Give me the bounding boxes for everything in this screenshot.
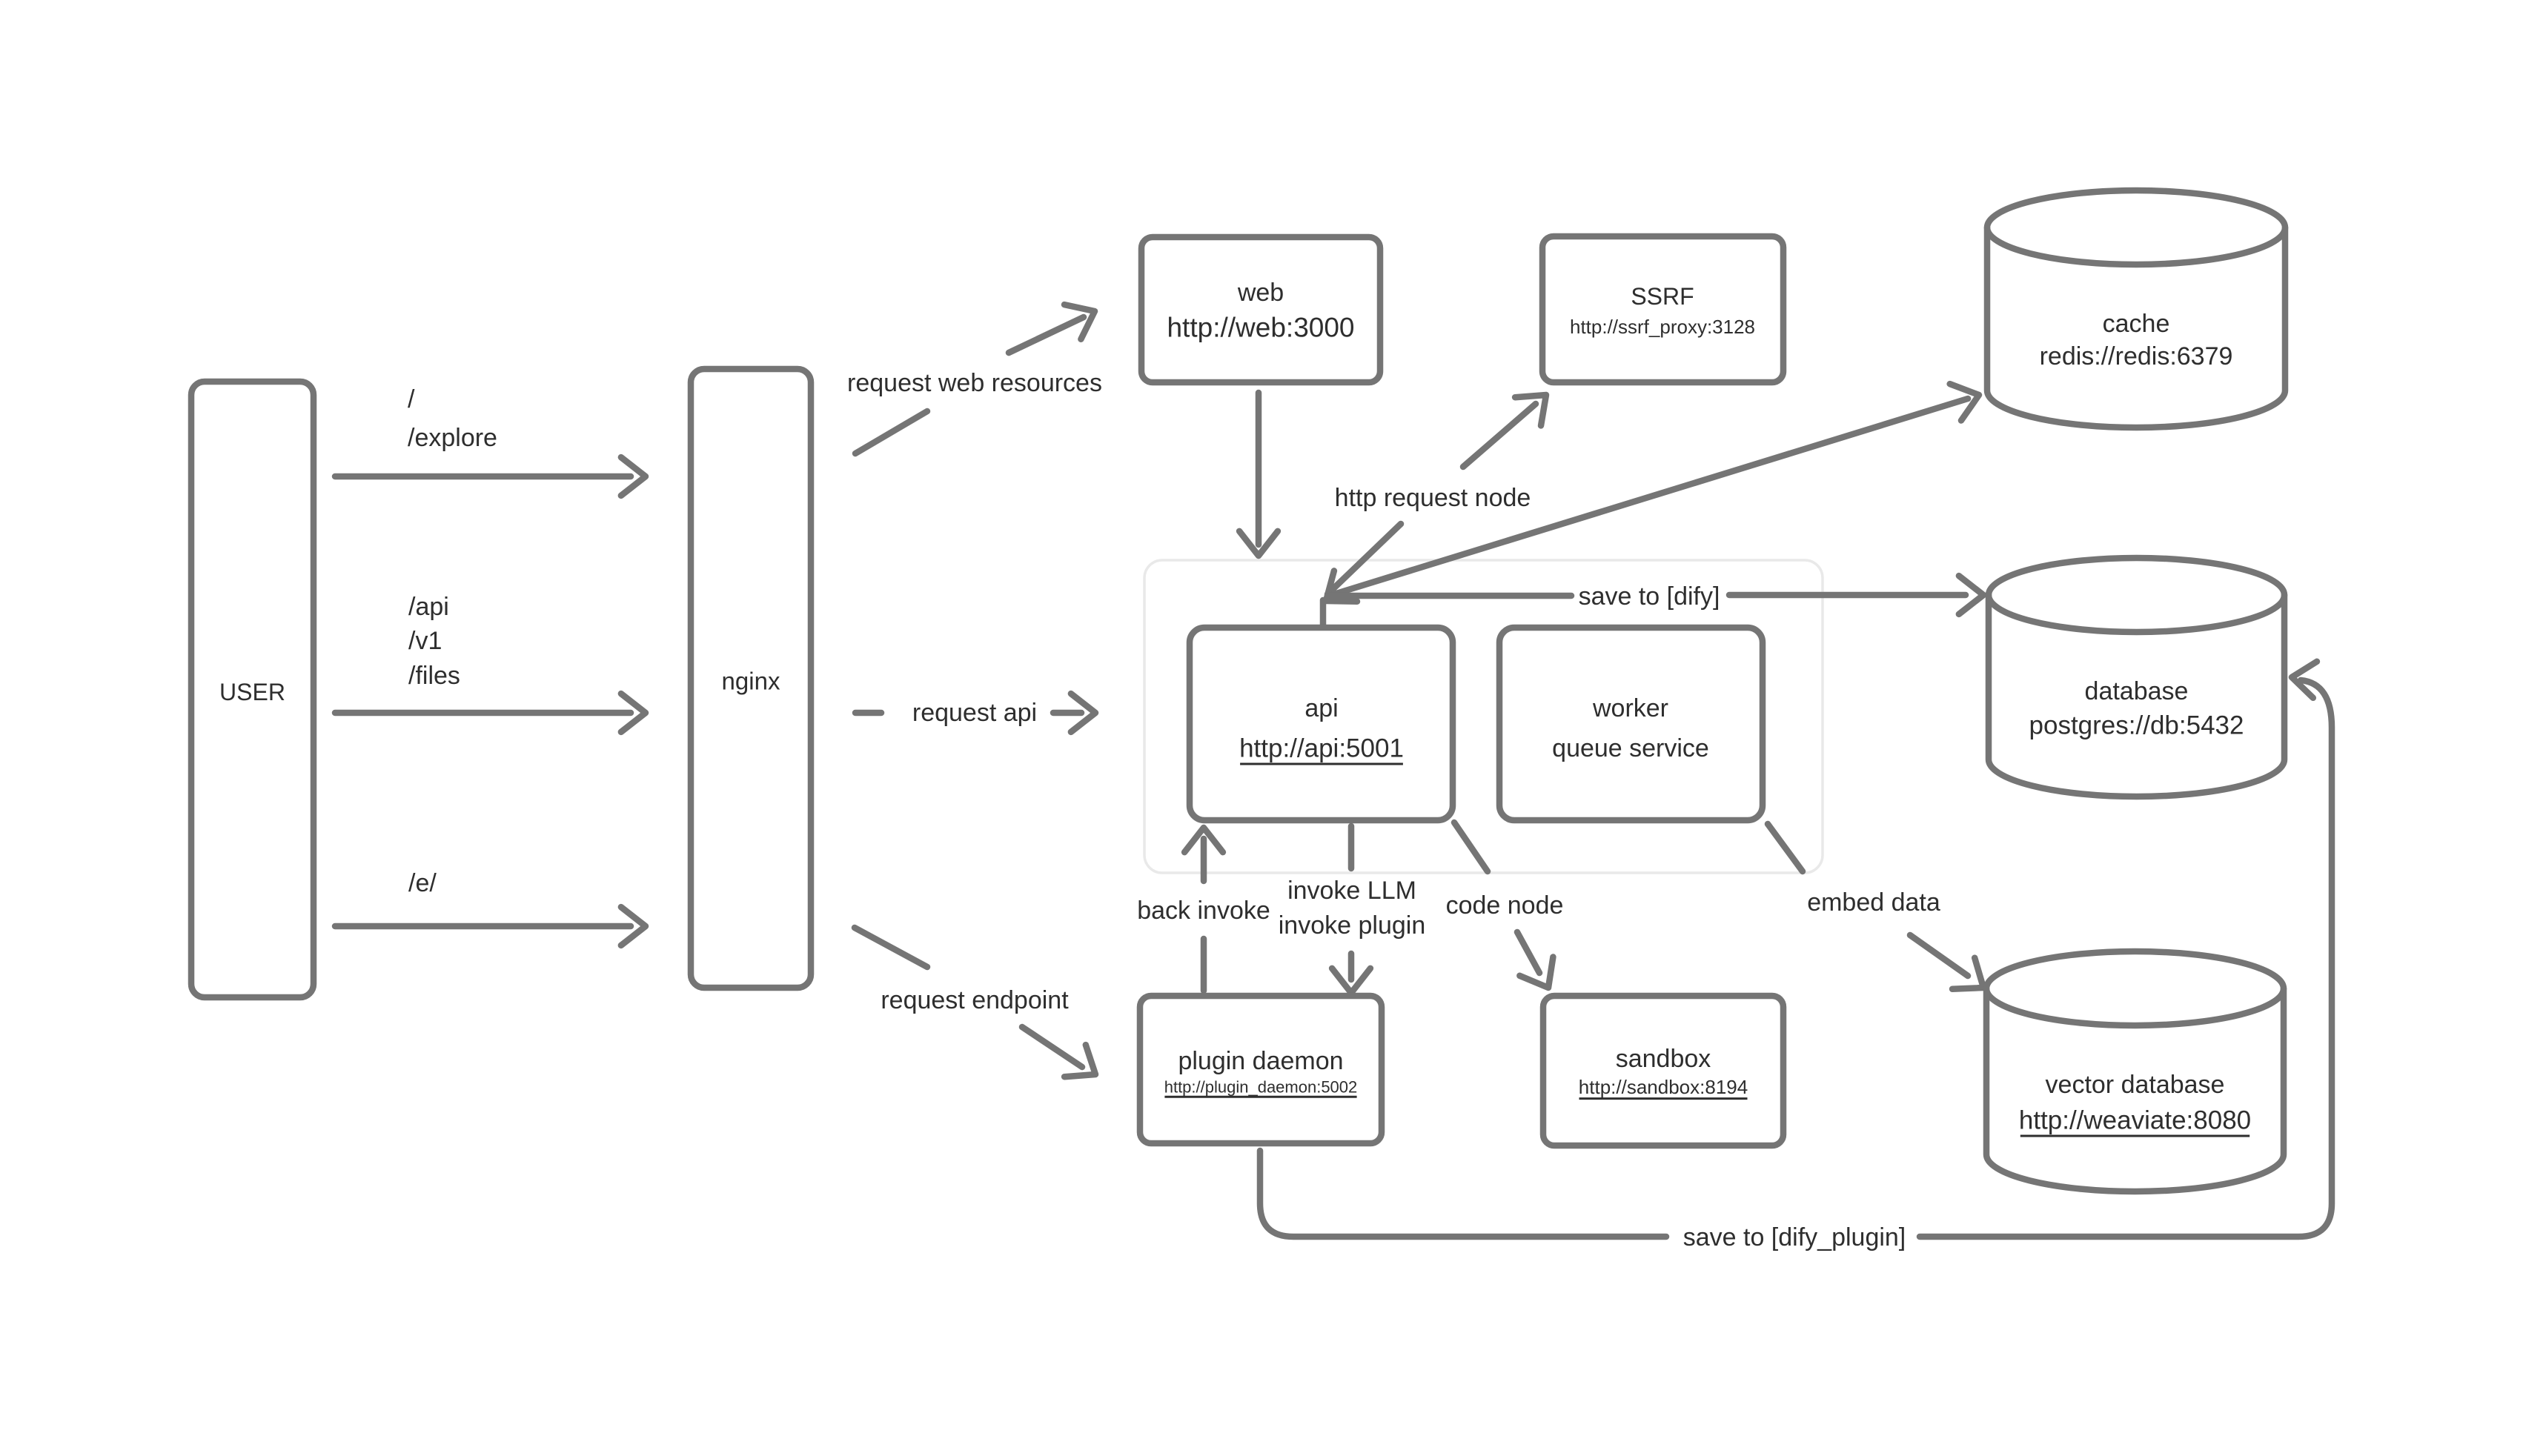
svg-text:request web resources: request web resources (847, 369, 1102, 397)
svg-text:code node: code node (1446, 891, 1564, 920)
svg-text:request api: request api (912, 699, 1037, 727)
svg-text:/explore: /explore (408, 424, 497, 452)
svg-text:sandbox: sandbox (1616, 1045, 1711, 1073)
svg-text:http://ssrf_proxy:3128: http://ssrf_proxy:3128 (1570, 316, 1755, 338)
svg-text:plugin daemon: plugin daemon (1178, 1047, 1343, 1075)
svg-text:web: web (1237, 279, 1284, 307)
svg-text:USER: USER (219, 679, 285, 705)
svg-text:/files: /files (408, 662, 460, 690)
svg-text:worker: worker (1592, 694, 1668, 722)
svg-text:/: / (408, 385, 415, 413)
svg-text:back invoke: back invoke (1137, 897, 1270, 925)
svg-text:queue service: queue service (1552, 734, 1709, 762)
svg-text:SSRF: SSRF (1631, 283, 1694, 310)
svg-text:embed data: embed data (1807, 888, 1940, 917)
svg-text:request endpoint: request endpoint (881, 986, 1069, 1014)
svg-text:api: api (1304, 694, 1338, 722)
svg-text:http://sandbox:8194: http://sandbox:8194 (1579, 1076, 1748, 1098)
svg-text:invoke plugin: invoke plugin (1279, 911, 1425, 940)
svg-text:save to [dify_plugin]: save to [dify_plugin] (1683, 1223, 1906, 1251)
svg-text:cache: cache (2103, 310, 2170, 338)
svg-text:/v1: /v1 (408, 627, 442, 655)
svg-text:http://api:5001: http://api:5001 (1239, 734, 1404, 763)
svg-text:http://plugin_daemon:5002: http://plugin_daemon:5002 (1164, 1078, 1358, 1097)
svg-text:http://web:3000: http://web:3000 (1167, 313, 1354, 343)
svg-text:http://weaviate:8080: http://weaviate:8080 (2019, 1106, 2251, 1135)
svg-text:save to [dify]: save to [dify] (1579, 582, 1720, 611)
svg-text:database: database (2085, 677, 2189, 705)
svg-text:nginx: nginx (722, 668, 780, 695)
svg-text:redis://redis:6379: redis://redis:6379 (2040, 342, 2233, 370)
svg-text:/api: /api (408, 593, 449, 621)
svg-text:vector database: vector database (2046, 1071, 2225, 1099)
svg-text:postgres://db:5432: postgres://db:5432 (2029, 711, 2244, 740)
svg-text:/e/: /e/ (408, 869, 437, 897)
svg-text:http request node: http request node (1335, 484, 1531, 512)
svg-text:invoke LLM: invoke LLM (1287, 877, 1416, 905)
